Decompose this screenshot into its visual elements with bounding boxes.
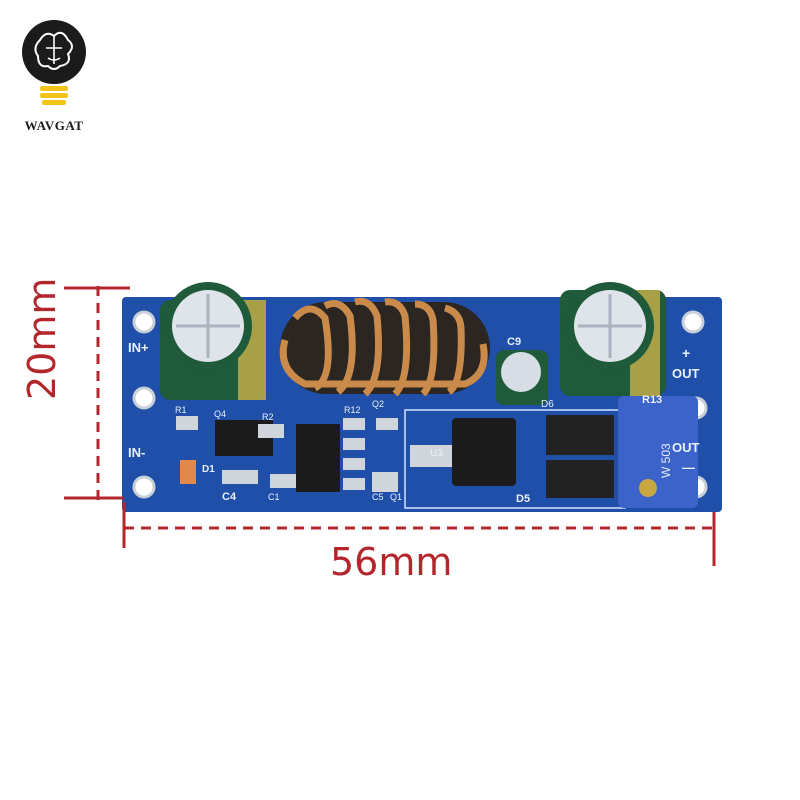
label-c4: C4 [222, 491, 237, 503]
label-q2: Q2 [372, 399, 384, 409]
smd-pads [176, 416, 398, 492]
label-q4: Q4 [214, 409, 226, 419]
label-out-minus: OUT [672, 440, 700, 455]
toroid-inductor [279, 297, 490, 397]
label-u3: U3 [430, 448, 443, 459]
input-capacitor [160, 282, 266, 400]
width-dimension-label: 56mm [330, 540, 453, 584]
label-d5: D5 [516, 493, 530, 505]
label-c1: C1 [268, 492, 280, 502]
height-dimension-label: 20mm [20, 277, 64, 400]
smd-components [215, 415, 614, 498]
label-d1: D1 [202, 464, 215, 475]
output-capacitor [560, 282, 666, 396]
label-q1: Q1 [390, 492, 402, 502]
label-r12: R12 [344, 405, 361, 415]
bulb-icon [22, 20, 86, 105]
label-r13: R13 [642, 394, 662, 406]
label-out-plus-sign: + [682, 345, 690, 361]
label-r2: R2 [262, 412, 274, 422]
label-in-plus: IN+ [128, 340, 149, 355]
brand-name: WAVGAT [24, 118, 84, 133]
trimmer-potentiometer [618, 396, 698, 508]
pot-code: W 503 [659, 443, 673, 478]
label-out-minus-sign: — [682, 460, 695, 475]
capacitor-c9 [496, 350, 548, 405]
label-c9: C9 [507, 336, 521, 348]
dimension-lines [64, 286, 716, 566]
label-d6: D6 [541, 399, 554, 410]
label-r1: R1 [175, 405, 187, 415]
label-c5: C5 [372, 492, 384, 502]
label-in-minus: IN- [128, 445, 145, 460]
label-out-plus: OUT [672, 366, 700, 381]
